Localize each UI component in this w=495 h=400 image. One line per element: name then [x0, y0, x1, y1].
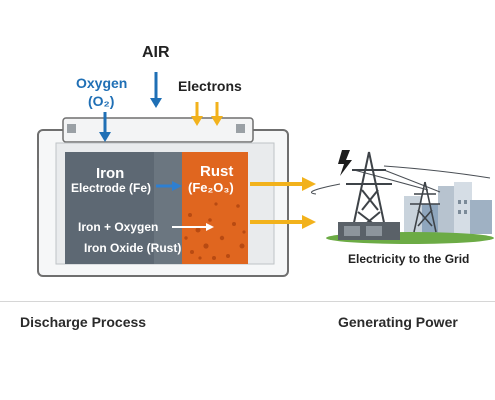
electrons-label: Electrons	[178, 78, 242, 94]
caption-generating: Generating Power	[338, 314, 458, 330]
rust-block	[182, 152, 248, 264]
rust-title: Rust	[200, 163, 234, 180]
city-buildings	[404, 182, 492, 234]
divider	[0, 301, 495, 302]
lightning-icon	[338, 150, 352, 176]
terminal-left	[67, 124, 76, 133]
power-arrows	[250, 177, 316, 229]
air-arrow	[150, 72, 162, 108]
caption-discharge: Discharge Process	[20, 314, 147, 330]
reaction-arrow	[172, 223, 214, 231]
battery-lid	[62, 117, 254, 143]
transmission-tower-large	[346, 151, 392, 233]
electron-arrows	[191, 102, 223, 126]
oxygen-formula: (O₂)	[88, 93, 115, 109]
iron-to-rust-arrow	[156, 181, 182, 191]
air-label: AIR	[142, 44, 170, 61]
reaction-line2: Iron Oxide (Rust)	[84, 241, 182, 255]
reaction-line1: Iron + Oxygen	[78, 220, 159, 234]
terminal-right	[236, 124, 245, 133]
oxygen-label: Oxygen	[76, 75, 128, 91]
separator	[154, 152, 182, 264]
rust-formula: (Fe₂O₃)	[188, 180, 234, 195]
substation	[338, 222, 400, 240]
grid-label: Electricity to the Grid	[348, 252, 470, 266]
power-lines	[311, 165, 491, 195]
oxygen-arrow	[99, 112, 111, 142]
rust-texture	[184, 202, 246, 260]
transmission-tower-small	[410, 181, 440, 233]
iron-electrode-label: Electrode (Fe)	[71, 181, 152, 195]
iron-title: Iron	[96, 165, 125, 182]
